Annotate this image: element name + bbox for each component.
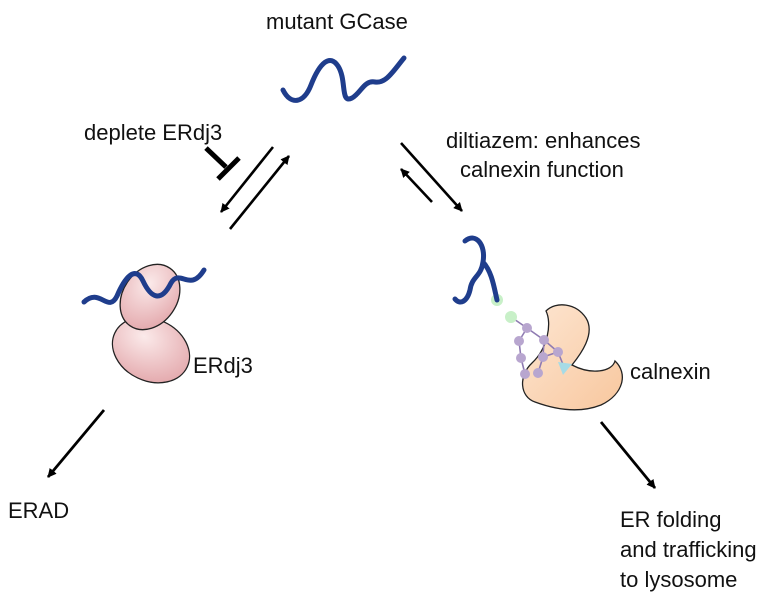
erdj3-label: ERdj3 bbox=[193, 353, 253, 378]
arrow-from-calnexin bbox=[400, 168, 433, 203]
glycan-node bbox=[553, 347, 563, 357]
folding-gcase-chain bbox=[452, 235, 500, 305]
glycan-tree bbox=[491, 294, 572, 379]
calnexin-label: calnexin bbox=[630, 359, 711, 384]
bound-gcase-chain bbox=[81, 267, 207, 305]
outcome-label-line1: ER folding bbox=[620, 507, 722, 532]
arrow-to-erdj3 bbox=[219, 146, 275, 213]
arrow-to-calnexin bbox=[400, 142, 463, 212]
glycan-node bbox=[520, 369, 530, 379]
calnexin-complex bbox=[452, 235, 623, 411]
arrow-to-er-folding bbox=[599, 421, 657, 489]
outcome-label-line3: to lysosome bbox=[620, 567, 738, 592]
glycan-node bbox=[533, 368, 543, 378]
glucose-node bbox=[505, 311, 517, 323]
deplete-erdj3-label: deplete ERdj3 bbox=[84, 120, 223, 145]
diltiazem-label-line1: diltiazem: enhances bbox=[446, 128, 641, 153]
diltiazem-label-line2: calnexin function bbox=[460, 157, 624, 182]
glycan-node bbox=[522, 323, 532, 333]
arrow-from-erdj3 bbox=[228, 155, 291, 230]
glycan-node bbox=[539, 335, 549, 345]
glycan-node bbox=[514, 336, 524, 346]
arrow-to-erad bbox=[46, 409, 106, 478]
mutant-gcase-chain bbox=[280, 55, 407, 103]
calnexin-protein bbox=[521, 304, 623, 411]
erdj3-upper-domain bbox=[119, 263, 181, 331]
outcome-label-line2: and trafficking bbox=[620, 537, 757, 562]
glycan-node bbox=[538, 352, 548, 362]
erdj3-complex bbox=[81, 263, 207, 384]
glycan-terminal-node bbox=[558, 362, 572, 375]
mutant-gcase-label: mutant GCase bbox=[266, 9, 408, 34]
inhibition-bar bbox=[216, 156, 241, 181]
glycan-node bbox=[516, 353, 526, 363]
inhibition-stem bbox=[204, 146, 228, 169]
erad-label: ERAD bbox=[8, 498, 70, 523]
